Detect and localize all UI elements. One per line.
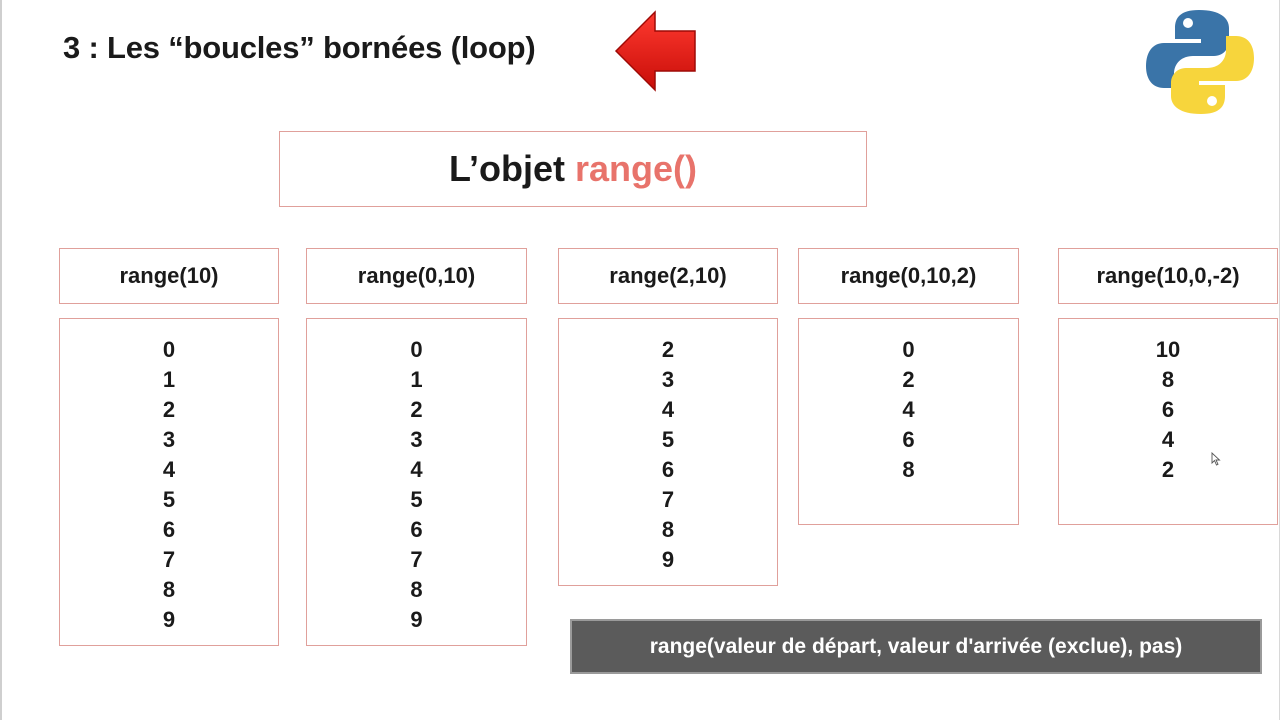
value-list: 0 2 4 6 8	[799, 319, 1018, 485]
value-item: 2	[410, 397, 423, 422]
column-header: range(0,10,2)	[798, 248, 1019, 304]
value-item: 8	[902, 457, 915, 482]
value-item: 4	[661, 397, 675, 422]
column-header: range(0,10)	[306, 248, 527, 304]
value-item: 3	[410, 427, 423, 452]
value-item: 4	[1161, 427, 1175, 452]
mouse-pointer-icon	[1211, 452, 1221, 466]
value-item: 7	[661, 487, 675, 512]
value-item: 6	[661, 457, 675, 482]
value-item: 5	[410, 487, 423, 512]
value-item: 9	[410, 607, 423, 632]
column-values-box: 0 2 4 6 8	[798, 318, 1019, 525]
value-list: 2 3 4 5 6 7 8 9	[559, 319, 777, 575]
value-item: 7	[410, 547, 423, 572]
python-logo-icon	[1146, 10, 1254, 114]
value-item: 3	[661, 367, 675, 392]
value-item: 3	[162, 427, 176, 452]
value-item: 8	[661, 517, 675, 542]
title-highlight: range()	[574, 148, 697, 189]
value-item: 7	[162, 547, 176, 572]
value-item: 2	[902, 367, 915, 392]
value-item: 8	[162, 577, 176, 602]
column-values-box: 0 1 2 3 4 5 6 7 8 9	[59, 318, 279, 646]
value-item: 4	[162, 457, 176, 482]
value-item: 2	[162, 397, 176, 422]
value-item: 10	[1155, 337, 1181, 362]
value-item: 5	[661, 427, 675, 452]
title-box: L’objet range()	[279, 131, 867, 207]
column-values-box: 10 8 6 4 2	[1058, 318, 1278, 525]
value-item: 6	[162, 517, 176, 542]
value-item: 1	[162, 367, 176, 392]
value-item: 8	[410, 577, 423, 602]
title-prefix: L’objet	[448, 148, 565, 189]
column-header: range(2,10)	[558, 248, 778, 304]
value-item: 0	[902, 337, 915, 362]
column-values-box: 2 3 4 5 6 7 8 9	[558, 318, 778, 586]
value-item: 4	[902, 397, 915, 422]
value-item: 8	[1161, 367, 1175, 392]
slide-heading: 3 : Les “boucles” bornées (loop)	[63, 30, 536, 65]
value-item: 9	[162, 607, 176, 632]
value-item: 2	[1161, 457, 1175, 482]
value-item: 5	[162, 487, 176, 512]
value-item: 2	[661, 337, 675, 362]
value-item: 0	[162, 337, 176, 362]
value-item: 0	[410, 337, 423, 362]
value-item: 9	[661, 547, 675, 572]
column-header: range(10,0,-2)	[1058, 248, 1278, 304]
value-item: 6	[1161, 397, 1175, 422]
red-left-arrow-icon	[614, 10, 696, 92]
column-header: range(10)	[59, 248, 279, 304]
value-item: 6	[902, 427, 915, 452]
value-list: 0 1 2 3 4 5 6 7 8 9	[307, 319, 526, 635]
range-syntax-note: range(valeur de départ, valeur d'arrivée…	[570, 619, 1262, 674]
value-list: 0 1 2 3 4 5 6 7 8 9	[60, 319, 278, 635]
left-frame-edge	[0, 0, 2, 720]
value-item: 6	[410, 517, 423, 542]
value-list: 10 8 6 4 2	[1059, 319, 1277, 485]
column-values-box: 0 1 2 3 4 5 6 7 8 9	[306, 318, 527, 646]
value-item: 1	[410, 367, 423, 392]
value-item: 4	[410, 457, 423, 482]
